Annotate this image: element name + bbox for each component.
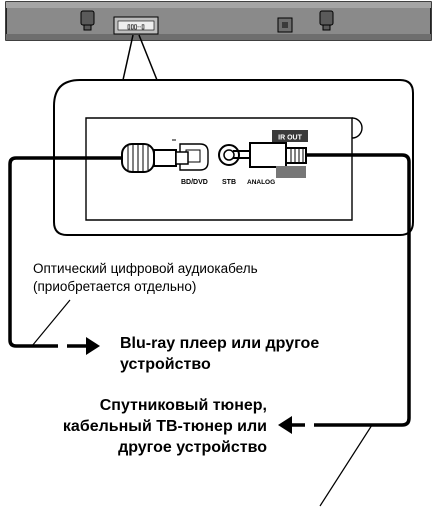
zoom-line-right xyxy=(138,34,158,81)
bottom-leader xyxy=(319,424,373,507)
optical-cable-caption: Оптический цифровой аудиокабель (приобре… xyxy=(33,260,333,296)
optical-cable-caption-line2: (приобретается отдельно) xyxy=(33,279,197,294)
analog-cable xyxy=(306,153,411,427)
optical-cable-caption-line1: Оптический цифровой аудиокабель xyxy=(33,261,258,276)
bluray-destination-label: Blu-ray плеер или другое устройство xyxy=(120,333,420,375)
satellite-label-line3: другое устройство xyxy=(118,439,267,456)
bddvd-label: BD/DVD xyxy=(181,179,208,186)
satellite-label-line2: кабельный ТВ-тюнер или xyxy=(62,418,267,435)
svg-text:▯▯▯◦◦▯: ▯▯▯◦◦▯ xyxy=(127,25,144,31)
satellite-arrow-head xyxy=(278,416,292,434)
analog-cable-plug xyxy=(233,142,307,168)
ir-out-label: IR OUT xyxy=(278,135,302,142)
analog-label: ANALOG xyxy=(247,179,275,186)
zoom-line-left xyxy=(122,34,134,81)
soundbar-rear-panel: ▯▯▯◦◦▯ xyxy=(5,1,432,41)
satellite-destination-label: Спутниковый тюнер, кабельный ТВ-тюнер ил… xyxy=(0,395,267,458)
satellite-label-line1: Спутниковый тюнер, xyxy=(99,397,267,414)
bluray-arrow-head xyxy=(86,337,100,355)
optical-caption-leader xyxy=(31,299,71,347)
optical-cable-plug xyxy=(121,143,189,173)
bluray-label-line1: Blu-ray плеер или другое xyxy=(120,335,320,352)
ir-out-block: IR OUT xyxy=(272,130,308,178)
stb-label: STB xyxy=(222,179,236,186)
stb-port xyxy=(218,144,240,166)
optical-cable xyxy=(8,156,122,348)
bluray-label-line2: устройство xyxy=(120,356,211,373)
